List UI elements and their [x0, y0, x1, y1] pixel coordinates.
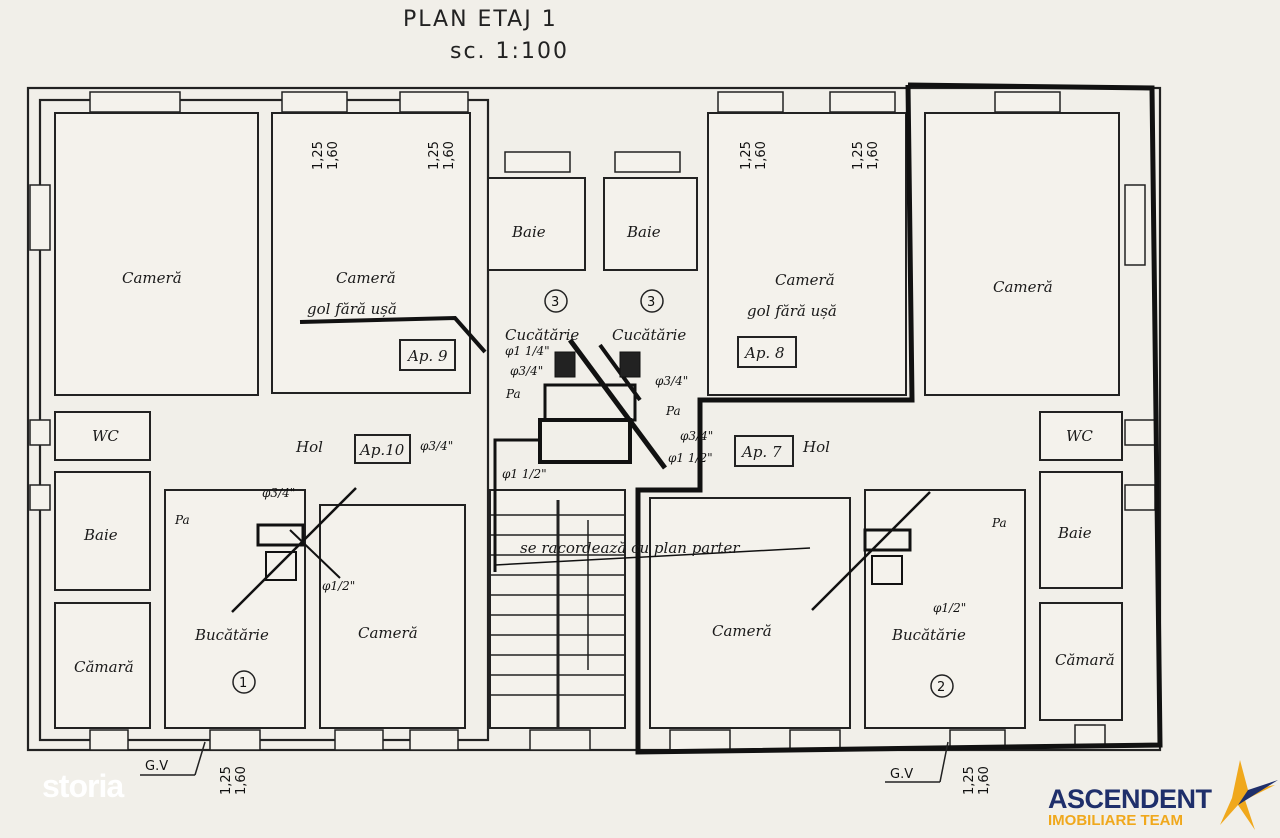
pa-label: Pa — [991, 516, 1007, 530]
label-unit-2: 2 — [937, 680, 945, 695]
dim-sill: 1,25 — [311, 141, 326, 170]
dim-height: 1,60 — [326, 141, 341, 170]
label-baie: Baie — [83, 526, 118, 544]
label-unit-3: 3 — [647, 295, 655, 310]
dim-sill: 1,25 — [739, 141, 754, 170]
dim-sill: 1,25 — [962, 766, 977, 795]
pa-label: Pa — [665, 404, 681, 418]
pipe-label: φ1/2" — [933, 601, 966, 615]
room-wc-left — [54, 411, 151, 461]
room-baie-left — [54, 471, 151, 591]
gv-label: G.V — [890, 767, 913, 782]
label-gol-fara-usa: gol fără ușă — [747, 302, 837, 320]
windows — [29, 91, 1156, 751]
label-unit-1: 1 — [239, 676, 247, 691]
ascendent-logo-subtext: IMOBILIARE TEAM — [1048, 812, 1183, 829]
pipe-label: φ3/4" — [680, 429, 713, 443]
label-camara: Cămară — [74, 658, 134, 676]
label-baie: Baie — [511, 223, 546, 241]
ascendent-star-icon — [1220, 760, 1278, 830]
label-camera: Cameră — [358, 624, 418, 642]
label-ap8: Ap. 8 — [743, 344, 785, 362]
pipe-label: φ1/2" — [322, 579, 355, 593]
walls — [26, 86, 1162, 752]
pipe-label: φ3/4" — [420, 439, 453, 453]
dim-height: 1,60 — [234, 766, 249, 795]
pipe-label: φ1 1/4" — [505, 344, 550, 358]
dim-height: 1,60 — [754, 141, 769, 170]
pipe-label: φ3/4" — [655, 374, 688, 388]
ascendent-logo: ASCENDENT IMOBILIARE TEAM — [1048, 785, 1212, 829]
label-cucatarie: Cucătărie — [505, 326, 579, 344]
gv-label: G.V — [145, 759, 168, 774]
room-camara-right — [1039, 602, 1123, 721]
dim-height: 1,60 — [866, 141, 881, 170]
label-hol: Hol — [802, 438, 830, 456]
room-baie-3-left — [487, 177, 586, 271]
plumbing — [231, 315, 931, 613]
plan-title: PLAN ETAJ 1 — [403, 7, 558, 32]
dim-sill: 1,25 — [851, 141, 866, 170]
dim-sill: 1,25 — [219, 766, 234, 795]
label-wc: WC — [1066, 427, 1093, 445]
pipe-label: φ3/4" — [262, 486, 295, 500]
pipe-label: φ1 1/2" — [502, 467, 547, 481]
label-baie: Baie — [626, 223, 661, 241]
room-camera-top-right — [924, 112, 1120, 396]
pa-label: Pa — [174, 513, 190, 527]
stairs — [490, 500, 625, 728]
ascendent-logo-text: ASCENDENT — [1048, 784, 1212, 814]
label-bucatarie: Bucătărie — [891, 626, 966, 644]
pipe-label: φ3/4" — [510, 364, 543, 378]
label-camara: Cămară — [1055, 651, 1115, 669]
room-camera-ap8 — [707, 112, 907, 396]
label-camera: Cameră — [336, 269, 396, 287]
room-camara-left — [54, 602, 151, 729]
dim-height: 1,60 — [442, 141, 457, 170]
label-bucatarie: Bucătărie — [194, 626, 269, 644]
label-camera: Cameră — [993, 278, 1053, 296]
label-camera: Cameră — [775, 271, 835, 289]
note-racordare: se racordează cu plan parter — [520, 539, 740, 557]
label-hol: Hol — [295, 438, 323, 456]
room-baie-3-right — [603, 177, 698, 271]
room-wc-right — [1039, 411, 1123, 461]
label-ap7: Ap. 7 — [740, 443, 782, 461]
plan-scale: sc. 1:100 — [450, 39, 569, 64]
room-camera-ap9 — [271, 112, 471, 394]
label-cucatarie: Cucătărie — [612, 326, 686, 344]
label-camera: Cameră — [122, 269, 182, 287]
pipe-label: φ1 1/2" — [668, 451, 713, 465]
room-baie-right — [1039, 471, 1123, 589]
label-baie: Baie — [1057, 524, 1092, 542]
label-camera: Cameră — [712, 622, 772, 640]
pa-label: Pa — [505, 387, 521, 401]
label-wc: WC — [92, 427, 119, 445]
apartment-highlight-outline — [635, 82, 1163, 755]
dim-sill: 1,25 — [427, 141, 442, 170]
label-unit-3: 3 — [551, 295, 559, 310]
label-ap10: Ap.10 — [358, 441, 405, 459]
dim-height: 1,60 — [977, 766, 992, 795]
room-camera-top-left — [54, 112, 259, 396]
room-camera-bottom-right — [649, 497, 851, 729]
label-ap9: Ap. 9 — [406, 347, 448, 365]
storia-watermark: storia — [42, 768, 124, 804]
label-gol-fara-usa: gol fără ușă — [307, 300, 397, 318]
room-camera-bottom-left — [319, 504, 466, 729]
